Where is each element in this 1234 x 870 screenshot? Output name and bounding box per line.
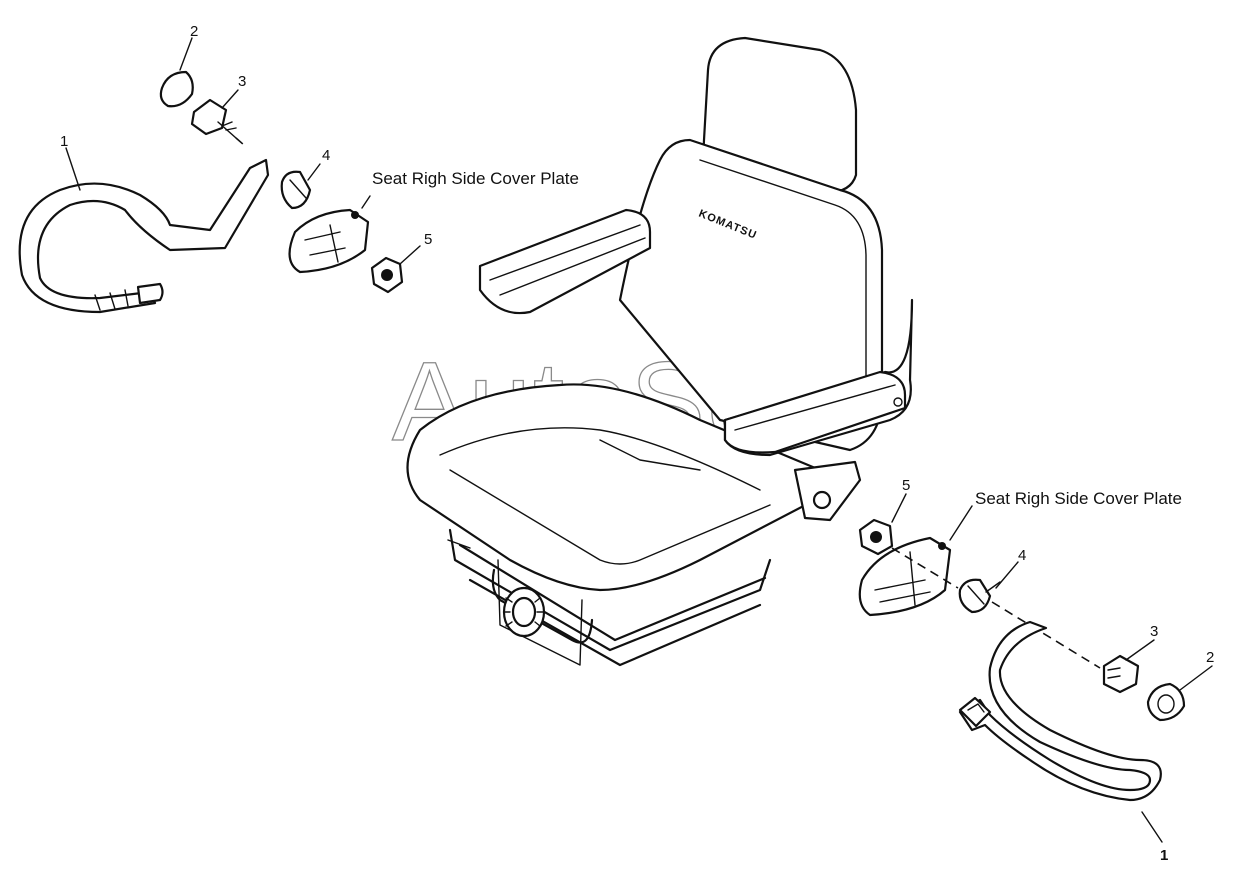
part-number-3-right: 3: [1150, 623, 1158, 640]
bolt-left: [190, 98, 228, 136]
seat-armrest-left: [478, 208, 652, 315]
seat-backrest: [618, 138, 884, 452]
seat-side-bracket: [793, 460, 862, 522]
callout-cover-plate-right: Seat Righ Side Cover Plate: [975, 489, 1182, 508]
cover-plate-left: [288, 208, 370, 274]
right-belt-assembly: 5 4 3 2 1 Seat Righ Side Cover Plate: [858, 477, 1214, 864]
part-number-1-right: 1: [1160, 847, 1168, 864]
seat-belt-left: [18, 158, 270, 314]
spacer-right: [958, 578, 992, 614]
part-number-4-left: 4: [322, 147, 330, 164]
part-number-4-right: 4: [1018, 547, 1026, 564]
bolt-right: [1102, 654, 1140, 694]
cover-plate-right: [858, 536, 952, 617]
cap-right: [1146, 682, 1186, 722]
operator-seat: KOMATSU: [406, 36, 914, 667]
part-number-3-left: 3: [238, 73, 246, 90]
cap-left: [159, 70, 194, 108]
part-number-2-right: 2: [1206, 649, 1214, 666]
callout-cover-plate-left: Seat Righ Side Cover Plate: [372, 169, 579, 188]
left-belt-assembly: 1 2 3 4 5 Seat Righ Side Cover Plate: [18, 23, 579, 314]
spacer-left: [280, 170, 312, 210]
belt-buckle-right: [958, 696, 992, 728]
part-number-5-left: 5: [424, 231, 432, 248]
seat-belt-right: [958, 620, 1162, 802]
part-number-2-left: 2: [190, 23, 198, 40]
part-number-1-left: 1: [60, 133, 68, 150]
part-number-5-right: 5: [902, 477, 910, 494]
seat-base: [448, 528, 772, 652]
seat-adjuster-knob: [502, 586, 546, 638]
